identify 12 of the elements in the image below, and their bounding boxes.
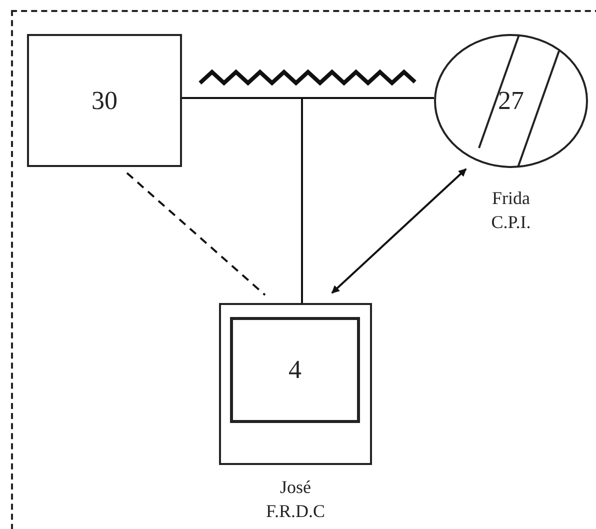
person-caption: C.P.I.: [491, 211, 531, 234]
relationship-line: [301, 97, 434, 303]
household-boundary: [11, 10, 596, 529]
person-caption: F.R.D.C: [266, 500, 326, 523]
male-square: [27, 34, 182, 167]
age-number: 4: [288, 357, 302, 383]
dashed-line: [126, 172, 266, 296]
double-arrow: [331, 168, 467, 294]
person-caption: José: [280, 476, 311, 499]
person-caption: Frida: [492, 187, 530, 210]
age-number: 27: [498, 88, 524, 114]
age-number: 30: [92, 88, 118, 114]
